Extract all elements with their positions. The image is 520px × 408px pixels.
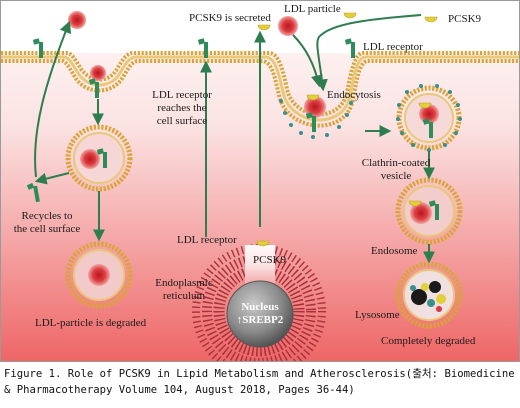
ldl-particle-icon bbox=[278, 16, 298, 36]
caption-line-1: Figure 1. Role of PCSK9 in Lipid Metabol… bbox=[4, 368, 515, 380]
pcsk9-top-label: PCSK9 bbox=[448, 13, 482, 25]
nucleus-label: Nucleus ↑SREBP2 bbox=[236, 301, 284, 326]
ldl-receptor-reaches-label: LDL receptor reaches the cell surface bbox=[152, 89, 212, 127]
pcsk9-diagram: PCSK9 is secreted LDL particle PCSK9 LDL… bbox=[0, 0, 520, 362]
clathrin-dots bbox=[279, 99, 353, 139]
ldl-degraded-label: LDL-particle is degraded bbox=[35, 317, 147, 329]
recycles-label: Recycles to the cell surface bbox=[13, 210, 81, 235]
caption-line-2: & Pharmacotherapy Volume 104, August 201… bbox=[4, 384, 355, 396]
endocytosis-label: Endocytosis bbox=[327, 89, 381, 101]
recycling-vesicle bbox=[65, 124, 133, 192]
completely-degraded-label: Completely degraded bbox=[381, 335, 476, 347]
clathrin-coated-vesicle bbox=[396, 84, 462, 152]
lysosome bbox=[395, 261, 463, 329]
degradation-vesicle bbox=[65, 241, 133, 309]
endosome-label: Endosome bbox=[371, 245, 418, 257]
nucleus bbox=[226, 280, 294, 348]
pathway-arrows bbox=[34, 14, 435, 264]
ldl-receptor-top-label: LDL receptor bbox=[363, 41, 423, 53]
ldl-receptor-er-label: LDL receptor bbox=[177, 234, 237, 246]
pcsk9-secreted-label: PCSK9 is secreted bbox=[189, 12, 271, 24]
ldl-particle-icon bbox=[68, 11, 86, 29]
ldl-particle-label: LDL particle bbox=[284, 3, 341, 15]
clathrin-coated-vesicle-label: Clathrin-coated vesicle bbox=[361, 157, 431, 182]
pcsk9-er-label: PCSK9 bbox=[253, 254, 287, 266]
diagram-canvas bbox=[1, 1, 519, 361]
lysosome-label: Lysosome bbox=[355, 309, 400, 321]
ldl-particle-icon bbox=[90, 65, 106, 81]
endosome bbox=[395, 177, 463, 245]
ldl-particle-icon bbox=[304, 96, 326, 118]
plasma-membrane bbox=[1, 51, 519, 128]
er-label: Endoplasmic reticulum bbox=[155, 277, 213, 302]
figure-caption: Figure 1. Role of PCSK9 in Lipid Metabol… bbox=[4, 366, 516, 398]
